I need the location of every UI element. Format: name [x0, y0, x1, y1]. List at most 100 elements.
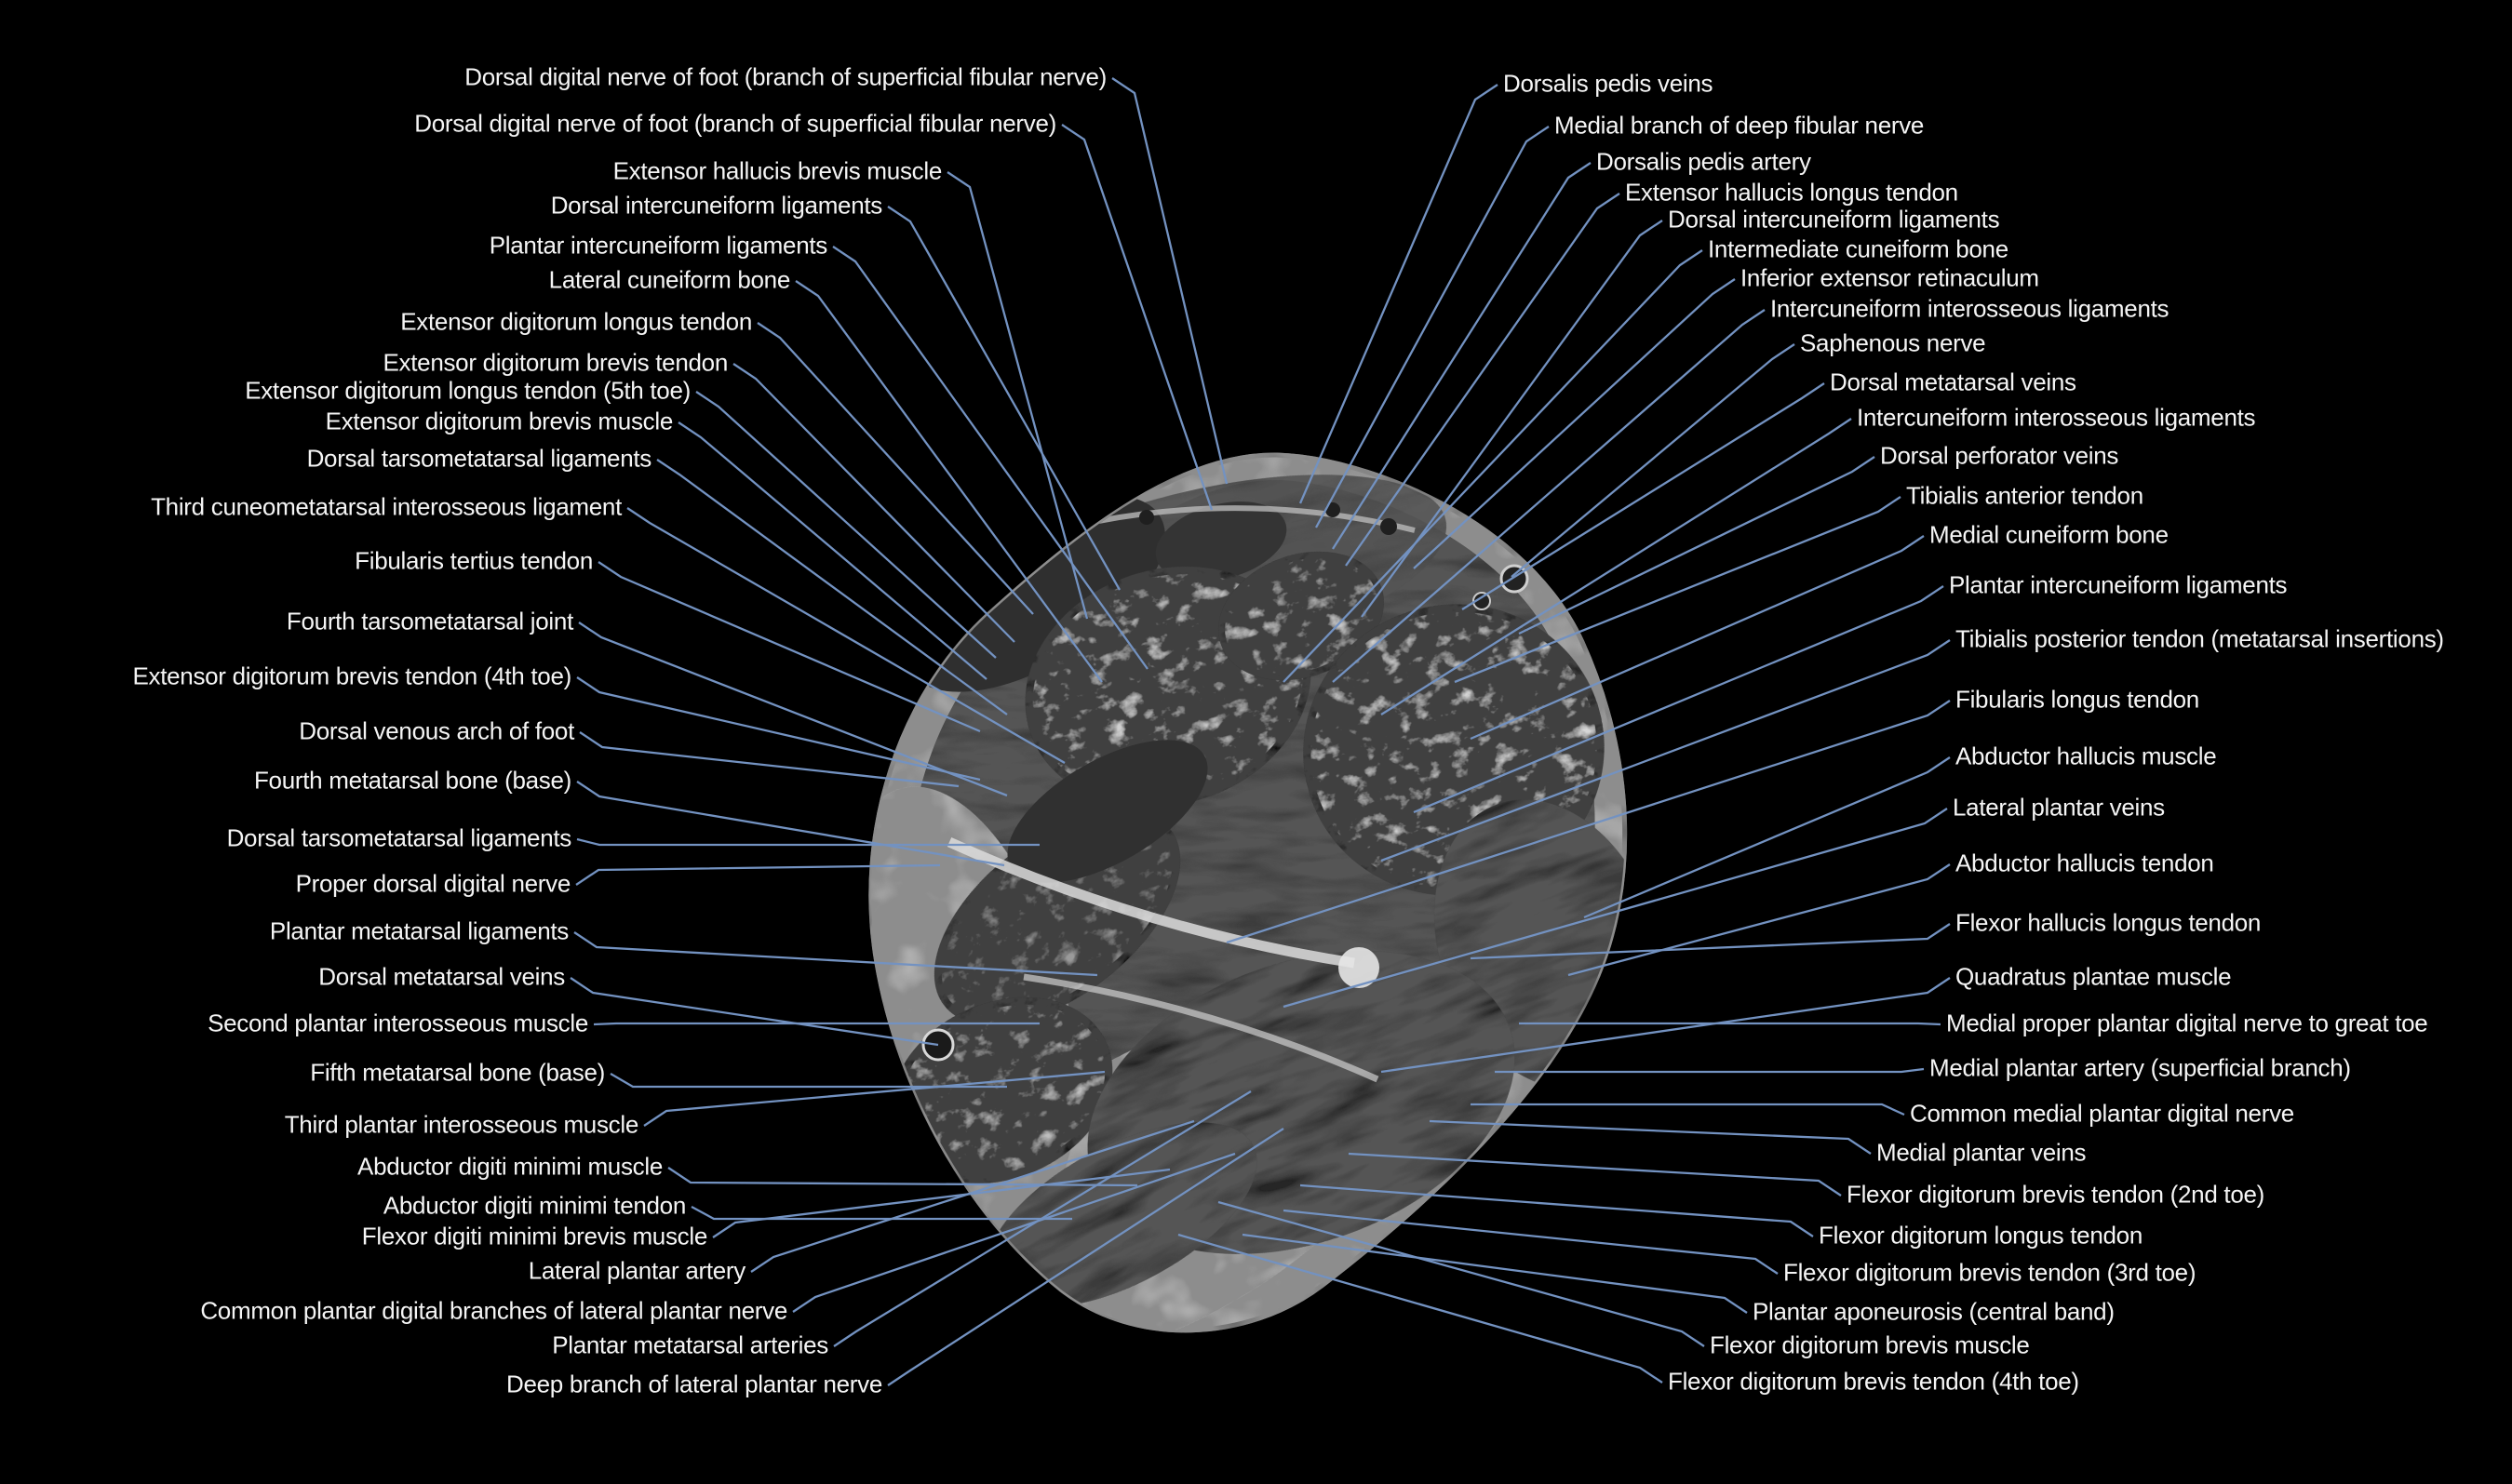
leader-line [570, 977, 939, 1047]
anatomy-label: Common plantar digital branches of later… [200, 1296, 787, 1325]
anatomy-label: Intermediate cuneiform bone [1708, 234, 2008, 263]
leader-line [695, 391, 997, 659]
anatomy-label: Flexor hallucis longus tendon [1955, 908, 2262, 937]
anatomy-label: Dorsal perforator veins [1880, 441, 2119, 470]
leader-line [712, 1168, 1171, 1238]
leader-line [576, 837, 1040, 847]
leader-line [575, 863, 941, 886]
anatomy-label: Dorsal metatarsal veins [318, 962, 565, 991]
anatomy-label: Fourth metatarsal bone (base) [253, 766, 571, 795]
leader-line [1283, 1209, 1779, 1275]
anatomy-label: Dorsal tarsometatarsal ligaments [306, 444, 652, 473]
anatomy-label: Dorsal metatarsal veins [1830, 368, 2076, 396]
anatomy-label: Dorsal venous arch of foot [299, 716, 574, 745]
anatomy-label: Abductor hallucis tendon [1955, 849, 2214, 877]
leader-line [626, 507, 1066, 764]
leader-line [1361, 220, 1663, 618]
anatomy-label: Flexor digitorum brevis tendon (4th toe) [1668, 1367, 2079, 1396]
leader-line [1314, 126, 1550, 528]
leader-line [579, 731, 960, 788]
anatomy-label: Lateral cuneiform bone [548, 265, 791, 294]
leader-line [1332, 162, 1592, 550]
anatomy-label: Extensor digitorum brevis tendon [383, 348, 729, 377]
leader-line [887, 1128, 1284, 1386]
leader-line [1511, 343, 1795, 578]
leader-line [947, 171, 1089, 620]
anatomy-label: Abductor digiti minimi tendon [383, 1191, 686, 1220]
leader-lines-layer [570, 77, 1951, 1386]
leader-line [795, 280, 1103, 683]
anatomy-label: Fibularis tertius tendon [355, 546, 593, 575]
leader-line [593, 1022, 1040, 1026]
leader-line [1177, 1233, 1663, 1384]
anatomy-label: Quadratus plantae muscle [1955, 962, 2232, 991]
anatomy-label: Intercuneiform interosseous ligaments [1770, 294, 2169, 323]
leader-line [1380, 639, 1951, 862]
anatomy-label: Flexor digitorum brevis tendon (2nd toe) [1847, 1180, 2265, 1209]
vessel-dorsal-perforator [1472, 592, 1491, 610]
leader-line [1567, 863, 1951, 977]
anatomy-label: Medial cuneiform bone [1929, 520, 2169, 549]
tendon-extensor-hallucis-longus [1325, 502, 1340, 517]
vessel-dorsalis-pedis [1499, 564, 1529, 594]
leader-line [750, 1119, 1195, 1273]
anatomy-label: Saphenous nerve [1800, 328, 1986, 357]
leader-line [573, 931, 1098, 977]
muscle-interosseous-dark [1007, 740, 1208, 883]
leader-line [1470, 923, 1951, 960]
anatomy-label: Medial plantar veins [1876, 1138, 2087, 1167]
leader-line [732, 363, 1015, 643]
leader-line [1111, 77, 1229, 485]
leader-line [578, 622, 1008, 797]
anatomy-label: Extensor hallucis longus tendon [1625, 178, 1958, 207]
leader-line [691, 1205, 1072, 1221]
anatomy-label: Deep branch of lateral plantar nerve [505, 1370, 882, 1398]
anatomy-label: Dorsal tarsometatarsal ligaments [226, 823, 572, 852]
anatomy-label: Extensor digitorum longus tendon (5th to… [245, 376, 691, 405]
anatomy-label: Fifth metatarsal bone (base) [310, 1058, 605, 1087]
leader-line [1413, 585, 1944, 814]
leader-line [1217, 1200, 1705, 1347]
anatomy-label: Abductor digiti minimi muscle [357, 1152, 663, 1181]
anatomy-label: Proper dorsal digital nerve [295, 869, 571, 898]
anatomy-label: Flexor digitorum brevis tendon (3rd toe) [1783, 1258, 2196, 1287]
anatomy-label: Tibialis anterior tendon [1906, 481, 2143, 510]
leader-line [576, 676, 981, 782]
anatomy-label: Dorsal digital nerve of foot (branch of … [414, 109, 1056, 138]
anatomy-label: Second plantar interosseous muscle [208, 1009, 588, 1037]
anatomy-label: Extensor digitorum brevis muscle [325, 407, 674, 435]
leader-line [1454, 496, 1901, 684]
leader-line [1380, 977, 1951, 1074]
leader-line [667, 1167, 1138, 1187]
anatomy-label: Dorsal digital nerve of foot (branch of … [464, 62, 1107, 91]
leader-line [1242, 1233, 1748, 1314]
tendon-tibialis-anterior [1380, 518, 1397, 535]
anatomy-label: Medial plantar artery (superficial branc… [1929, 1053, 2351, 1082]
leader-line [1461, 382, 1825, 610]
anatomy-label: Medial branch of deep fibular nerve [1554, 111, 1925, 140]
anatomy-label: Third cuneometatarsal interosseous ligam… [151, 492, 622, 521]
anatomy-label: Fourth tarsometatarsal joint [286, 607, 573, 635]
anatomy-label: Plantar intercuneiform ligaments [489, 231, 828, 260]
anatomy-label: Fibularis longus tendon [1955, 685, 2199, 714]
leader-line [1429, 1119, 1872, 1155]
mri-foot-section [868, 452, 1628, 1333]
leader-line [1583, 756, 1951, 919]
anatomy-label: Extensor hallucis brevis muscle [612, 156, 943, 185]
anatomy-label: Abductor hallucis muscle [1955, 742, 2217, 770]
leader-line [1283, 249, 1703, 683]
leader-line [1345, 193, 1620, 567]
anatomy-label: Tibialis posterior tendon (metatarsal in… [1955, 624, 2444, 653]
leader-line [610, 1073, 1007, 1089]
leader-line [1226, 700, 1951, 944]
leader-line [1471, 1103, 1905, 1116]
leader-line [1298, 84, 1498, 504]
anatomy-label: Dorsalis pedis artery [1596, 147, 1811, 176]
anatomy-label: Flexor digitorum longus tendon [1819, 1221, 2143, 1250]
leader-line [1495, 1067, 1925, 1074]
anatomy-label: Lateral plantar veins [1953, 793, 2165, 822]
anatomy-label: Inferior extensor retinaculum [1740, 263, 2039, 292]
leader-line [1413, 278, 1736, 569]
leader-line [643, 1070, 1106, 1127]
